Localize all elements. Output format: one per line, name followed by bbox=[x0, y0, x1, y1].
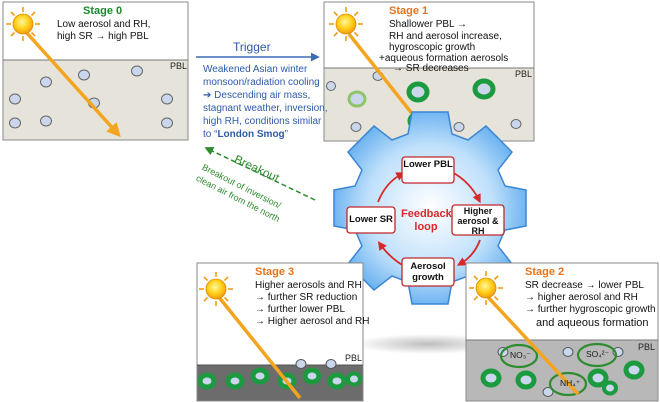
stage3-pbl-label: PBL bbox=[345, 353, 363, 363]
feedback-gear bbox=[333, 111, 527, 305]
trigger-line3: ➔ Descending air mass, bbox=[203, 90, 311, 101]
node-higher-aerosol-rh: Higher aerosol & RH bbox=[457, 206, 499, 236]
stage2-ion-circles bbox=[499, 342, 618, 397]
no3-ion-label: NO₃⁻ bbox=[510, 350, 531, 360]
stage3-sun-icon bbox=[199, 272, 233, 306]
stage0-pbl-label: PBL bbox=[170, 61, 188, 71]
stage2-line3: → further hygroscopic growth bbox=[525, 304, 656, 315]
so4-ion-label: SO₄²⁻ bbox=[586, 349, 610, 359]
stage1-line4: +aqueous formation aerosols bbox=[379, 53, 509, 64]
nh4-ion-label: NH₄⁺ bbox=[560, 378, 581, 388]
stage3-line4: → Higher aerosol and RH bbox=[255, 316, 370, 327]
trigger-line5: high RH, conditions similar bbox=[203, 116, 322, 127]
stage0-aerosols bbox=[9, 65, 173, 129]
stage2-line1: SR decrease → lower PBL bbox=[525, 280, 644, 291]
stage2-aerosols bbox=[480, 347, 645, 397]
stage1-sun-icon bbox=[329, 7, 363, 41]
stage0-sunlight-arrow bbox=[24, 30, 121, 138]
stage2-pbl-label: PBL bbox=[638, 342, 656, 352]
trigger-line6: to “London Smog” bbox=[203, 129, 289, 140]
stage1-pbl-label: PBL bbox=[515, 69, 533, 79]
stage3-line2: → further SR reduction bbox=[255, 292, 358, 303]
gear-nodes bbox=[346, 156, 505, 287]
trigger-line2: monsoon/radiation cooling bbox=[203, 77, 320, 88]
stage0-title: Stage 0 bbox=[83, 5, 123, 17]
stage2-line4: and aqueous formation bbox=[536, 317, 649, 329]
trigger-line4: stagnant weather, inversion, bbox=[203, 103, 328, 114]
stage1-line5: → SR decreases bbox=[393, 63, 469, 74]
stage1-line2: RH and aerosol increase, bbox=[389, 31, 502, 42]
stage1-line1: Shallower PBL → bbox=[389, 19, 467, 30]
stage0-line2: high SR → high PBL bbox=[57, 31, 149, 42]
stage3-line3: → further lower PBL bbox=[255, 304, 346, 315]
london-smog-term: London Smog bbox=[217, 129, 285, 140]
breakout-arrow bbox=[204, 147, 316, 201]
stage2-line2: → higher aerosol and RH bbox=[525, 292, 638, 303]
stage2-sunlight-arrow bbox=[485, 294, 580, 396]
stage0-line1: Low aerosol and RH, bbox=[57, 19, 151, 30]
stage1-line3: hygroscopic growth bbox=[389, 42, 476, 53]
stage3-line1: Higher aerosols and RH bbox=[255, 280, 362, 291]
stage0-sun-icon bbox=[6, 7, 40, 41]
feedback-loop-label: Feedback loop bbox=[401, 208, 452, 233]
node-lower-sr: Lower SR bbox=[349, 214, 393, 225]
trigger-line1: Weakened Asian winter bbox=[203, 64, 308, 75]
node-aerosol-growth: Aerosol growth bbox=[410, 261, 446, 283]
stage2-title: Stage 2 bbox=[525, 266, 565, 278]
stage3-aerosols bbox=[197, 359, 362, 390]
stage2-sun-icon bbox=[469, 271, 503, 305]
stage3-sunlight-arrow bbox=[216, 294, 302, 400]
stage3-title: Stage 3 bbox=[255, 266, 295, 278]
trigger-label: Trigger bbox=[233, 40, 271, 54]
stage1-title: Stage 1 bbox=[389, 5, 429, 17]
node-lower-pbl: Lower PBL bbox=[403, 159, 453, 170]
